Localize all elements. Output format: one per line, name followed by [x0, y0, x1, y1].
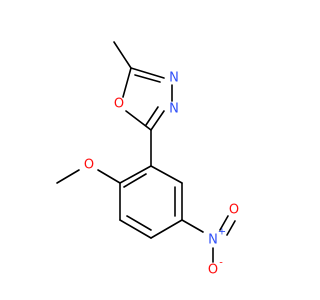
bond-c2-o1 [125, 110, 152, 131]
bond-ar3-ar4 [119, 219, 152, 239]
bond-n3-c2-double-outer [150, 110, 165, 131]
bond-ar1-ar2-inner [123, 173, 147, 188]
molecule-canvas: O N N O N + O O - [56, 41, 240, 278]
bond-ar3-ar4-inner [126, 215, 152, 231]
bond-o1-c5 [122, 67, 132, 98]
molecule-structure: O N N O N + O O - [56, 41, 239, 278]
atom-ring-oxygen: O [114, 97, 124, 112]
atom-ring-nitrogen-3: N [169, 102, 179, 117]
nitro-oxygen-single-charge: - [219, 258, 223, 269]
bond-ar6-ar1 [150, 165, 183, 184]
bond-ar5-nitro-n [181, 219, 204, 233]
bond-nitro-n-o-double-a [219, 215, 229, 231]
atom-nitro-nitrogen: N [208, 233, 218, 248]
bond-methyl-c5 [113, 41, 132, 69]
bond-c5-n4-double-inner [134, 74, 161, 83]
bond-ar4-ar5 [150, 219, 183, 239]
bond-nitro-n-o-double-b [226, 220, 236, 236]
bond-ar1-ar2 [119, 165, 152, 184]
nitro-nitrogen-charge: + [218, 227, 226, 238]
atom-nitro-oxygen-double: O [229, 203, 239, 218]
atom-methoxy-oxygen: O [84, 158, 94, 173]
bond-c5-n4-double-outer [130, 67, 165, 79]
atom-nitro-oxygen-single: O [208, 263, 218, 278]
atom-ring-nitrogen-4: N [169, 71, 179, 86]
bond-methoxy-o-methyl [56, 169, 80, 184]
bond-ar2-methoxy-o [97, 169, 121, 184]
bond-n3-c2-double-inner [145, 106, 159, 126]
